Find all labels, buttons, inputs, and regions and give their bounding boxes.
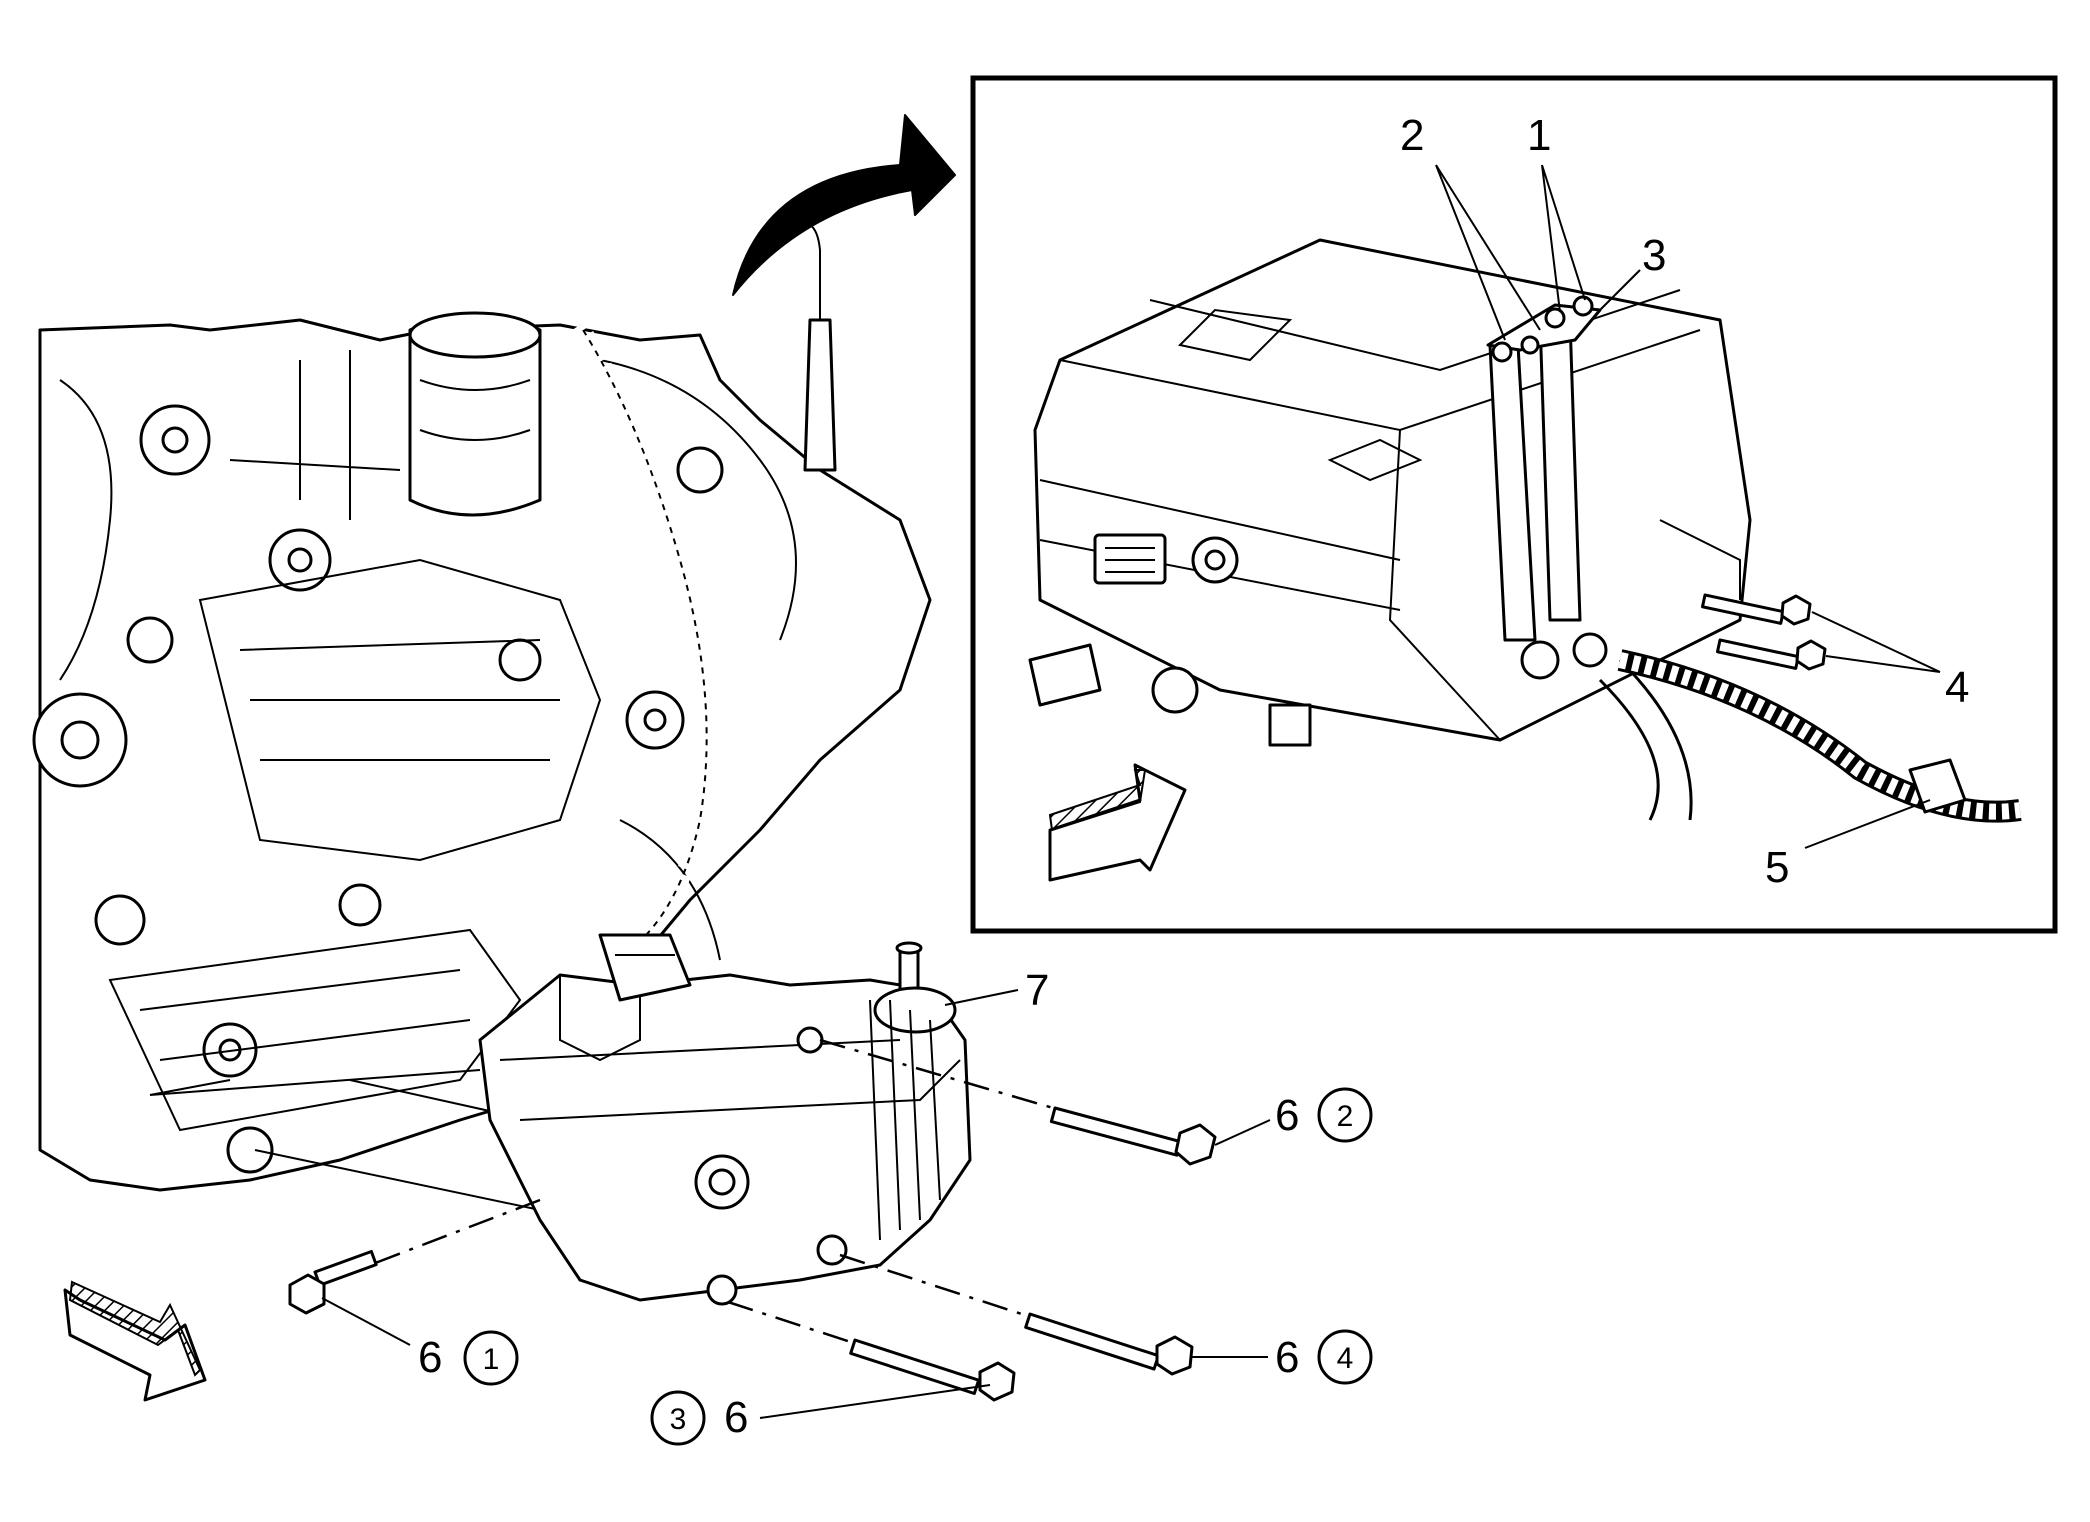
inset-callout-2: 2 <box>1400 111 1424 160</box>
vehicle-front-arrow-inset <box>1048 763 1187 882</box>
bracket-bars <box>1486 295 1602 642</box>
bolt-2 <box>1049 1106 1217 1166</box>
sequence-3: 3 <box>670 1403 687 1436</box>
bolt-3 <box>849 1338 1016 1402</box>
sequence-2: 2 <box>1337 1100 1354 1133</box>
ac-compressor <box>478 933 972 1306</box>
inset-callout-3: 3 <box>1642 231 1666 280</box>
mounting-bolts <box>288 1038 1217 1402</box>
bolt-1 <box>288 1249 378 1315</box>
callout-6-seq-1: 6 <box>418 1333 442 1382</box>
inset-callout-1: 1 <box>1527 111 1551 160</box>
bolt-4 <box>1024 1312 1194 1376</box>
vehicle-front-arrow-main <box>63 1280 207 1402</box>
inset-callout-4: 4 <box>1945 663 1969 712</box>
callout-6-seq-2: 6 <box>1275 1091 1299 1140</box>
main-callouts: 7 6 2 6 1 6 4 3 6 <box>321 966 1373 1446</box>
sequence-4: 4 <box>1337 1342 1354 1375</box>
sequence-1: 1 <box>483 1343 500 1376</box>
detail-view-pointer-arrow <box>732 114 956 296</box>
detail-inset: 2 1 3 4 5 <box>970 75 2058 934</box>
callout-6-seq-4: 6 <box>1275 1333 1299 1382</box>
inset-callout-5: 5 <box>1765 843 1789 892</box>
engine-block-illustration <box>32 224 932 1211</box>
callout-6-seq-3: 6 <box>724 1393 748 1442</box>
callout-7: 7 <box>1025 966 1049 1015</box>
inset-bolts <box>1701 593 1827 671</box>
